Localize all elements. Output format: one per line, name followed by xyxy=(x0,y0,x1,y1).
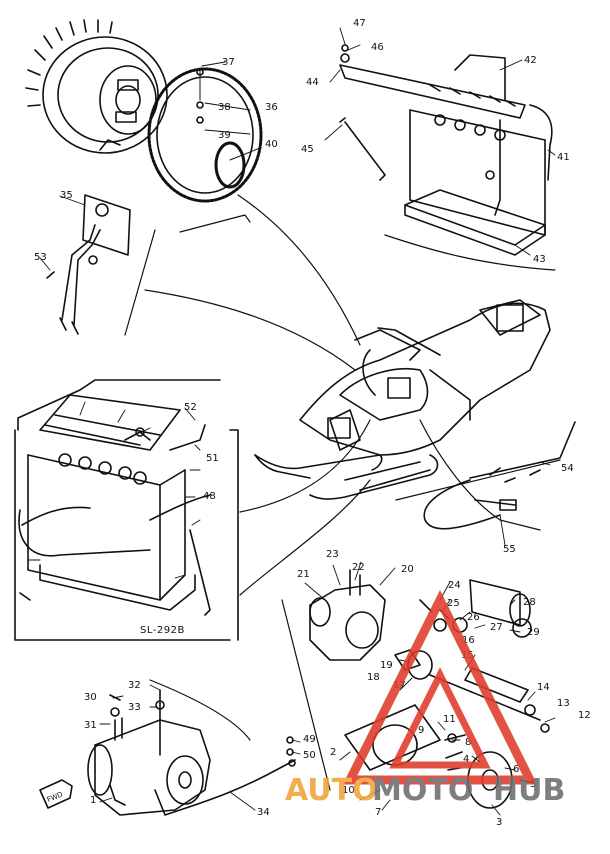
part-label-28: 28 xyxy=(523,597,536,608)
part-label-16: 16 xyxy=(462,635,475,646)
part-label-49: 49 xyxy=(303,734,316,745)
part-label-9: 9 xyxy=(418,725,424,736)
watermark-text-moto: MOTO xyxy=(372,773,473,808)
part-label-25: 25 xyxy=(447,598,460,609)
battery-main xyxy=(339,44,553,256)
part-label-48: 48 xyxy=(203,491,216,502)
inset-box xyxy=(14,379,239,641)
part-label-47: 47 xyxy=(353,18,366,29)
part-label-32: 32 xyxy=(128,680,141,691)
part-label-42: 42 xyxy=(524,55,537,66)
part-label-36: 36 xyxy=(265,102,278,113)
part-label-24: 24 xyxy=(448,580,461,591)
part-label-22: 22 xyxy=(352,562,365,573)
part-label-26: 26 xyxy=(467,612,480,623)
part-label-44: 44 xyxy=(306,77,319,88)
inset-caption: SL-292B xyxy=(140,625,185,636)
fwd-arrow xyxy=(39,779,73,809)
part-label-23: 23 xyxy=(326,549,339,560)
part-label-34: 34 xyxy=(257,807,270,818)
part-label-6: 6 xyxy=(513,764,519,775)
part-label-1: 1 xyxy=(90,795,96,806)
part-label-13: 13 xyxy=(557,698,570,709)
part-label-14: 14 xyxy=(537,682,550,693)
ring-gear xyxy=(147,67,263,203)
watermark-text-auto: AUTO xyxy=(285,773,378,808)
part-label-4: 4 xyxy=(463,754,469,765)
leader-lines xyxy=(27,27,556,816)
part-label-33: 33 xyxy=(128,702,141,713)
part-label-51: 51 xyxy=(206,453,219,464)
part-label-30: 30 xyxy=(84,692,97,703)
part-label-19: 19 xyxy=(380,660,393,671)
part-label-12: 12 xyxy=(578,710,591,721)
part-label-31: 31 xyxy=(84,720,97,731)
part-label-46: 46 xyxy=(371,42,384,53)
starter-motor xyxy=(87,689,296,816)
part-label-18: 18 xyxy=(367,672,380,683)
part-label-50: 50 xyxy=(303,750,316,761)
watermark-text-hub: HUB xyxy=(493,773,565,808)
part-label-2: 2 xyxy=(330,747,336,758)
ignition-switch xyxy=(46,194,131,335)
part-label-10: 10 xyxy=(342,785,355,796)
part-label-7: 7 xyxy=(375,807,381,818)
part-label-37: 37 xyxy=(222,57,235,68)
part-label-52: 52 xyxy=(184,402,197,413)
part-label-41: 41 xyxy=(557,152,570,163)
part-label-20: 20 xyxy=(401,564,414,575)
part-label-45: 45 xyxy=(301,144,314,155)
part-label-3: 3 xyxy=(496,817,502,828)
part-label-43: 43 xyxy=(533,254,546,265)
part-label-8: 8 xyxy=(465,737,471,748)
watermark-logo: AUTO MOTO HUB xyxy=(285,589,565,808)
part-label-54: 54 xyxy=(561,463,574,474)
part-label-27: 27 xyxy=(490,622,503,633)
part-label-35: 35 xyxy=(60,190,73,201)
part-label-40: 40 xyxy=(265,139,278,150)
part-label-55: 55 xyxy=(503,544,516,555)
wire-harness xyxy=(423,421,576,530)
part-label-21: 21 xyxy=(297,569,310,580)
part-label-11: 11 xyxy=(443,714,456,725)
flywheel-magneto xyxy=(25,19,168,154)
part-label-38: 38 xyxy=(218,102,231,113)
part-label-53: 53 xyxy=(34,252,47,263)
part-label-39: 39 xyxy=(218,130,231,141)
snowmobile-body xyxy=(254,299,551,500)
part-label-29: 29 xyxy=(527,627,540,638)
